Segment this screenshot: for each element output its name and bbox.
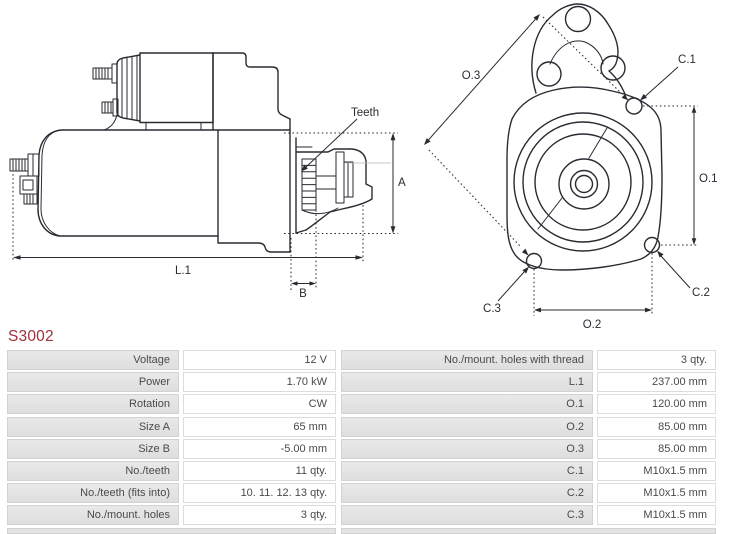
spec-value: 237.00 mm — [597, 372, 716, 393]
spec-value: 1.70 kW — [183, 372, 336, 393]
side-view-drawing: A L.1 B Teeth — [9, 52, 406, 300]
front-view-drawing: O.3 C.1 O.1 C.2 C.3 — [424, 3, 718, 331]
spec-value: 85.00 mm — [597, 438, 716, 459]
spec-label: Power — [7, 372, 179, 393]
callout-c2: C.2 — [657, 250, 710, 299]
dimension-a: A — [284, 132, 406, 234]
drive-housing — [212, 52, 297, 253]
pinion-housing — [295, 146, 373, 234]
spec-label: O.3 — [341, 438, 593, 459]
spec-value: 120.00 mm — [597, 394, 716, 415]
spec-label: Voltage — [7, 350, 179, 370]
callout-c1: C.1 — [640, 54, 696, 101]
callout-c3: C.3 — [483, 266, 529, 315]
spec-label: No./teeth — [7, 460, 179, 481]
dim-label-b: B — [299, 288, 307, 300]
dim-label-c3: C.3 — [483, 303, 501, 315]
spec-value: 3 qty. — [597, 350, 716, 370]
dim-label-l1: L.1 — [175, 265, 191, 277]
spec-label: No./mount. holes with thread — [341, 350, 593, 370]
spec-label: O.1 — [341, 394, 593, 415]
dim-label-a: A — [398, 177, 406, 189]
dimension-l1: L.1 — [12, 174, 364, 277]
solenoid — [92, 52, 214, 131]
dimension-b: B — [290, 206, 317, 300]
spec-label: C.3 — [341, 505, 593, 526]
teeth-callout: Teeth — [301, 107, 379, 172]
hole-c3 — [525, 252, 543, 270]
technical-drawings: A L.1 B Teeth — [9, 3, 718, 331]
spec-value: 65 mm — [183, 416, 336, 437]
top-bracket — [531, 3, 626, 95]
hole-c2 — [643, 236, 661, 254]
mounting-flange — [506, 86, 663, 271]
dim-label-c1: C.1 — [678, 54, 696, 66]
dimension-o1: O.1 — [643, 105, 718, 246]
spec-label: L.1 — [341, 372, 593, 393]
spec-value: 3 qty. — [183, 505, 336, 526]
spec-value: 10. 11. 12. 13 qty. — [183, 483, 336, 504]
dimension-o2: O.2 — [533, 253, 653, 331]
spec-label: C.1 — [341, 460, 593, 481]
part-number: S3002 — [8, 328, 54, 345]
spec-value: 12 V — [183, 350, 336, 370]
spec-label: No./teeth (fits into) — [7, 483, 179, 504]
spec-value: M10x1.5 mm — [597, 483, 716, 504]
spec-value: M10x1.5 mm — [597, 505, 716, 526]
spec-label: C.2 — [341, 483, 593, 504]
dim-label-o3: O.3 — [462, 70, 481, 82]
spec-label: O.2 — [341, 416, 593, 437]
hole-c1 — [625, 97, 643, 115]
spec-label: No./mount. holes — [7, 505, 179, 526]
dim-label-o2: O.2 — [583, 319, 602, 331]
dim-label-o1: O.1 — [699, 173, 718, 185]
spec-value: 11 qty. — [183, 460, 336, 481]
spec-row: No./teeth (fits into)10. 11. 12. 13 qty. — [7, 483, 336, 504]
spec-value: CW — [183, 394, 336, 415]
spec-value: M10x1.5 mm — [597, 460, 716, 481]
motor-body — [9, 129, 291, 253]
spec-label: Rotation — [7, 394, 179, 415]
spec-label: Size A — [7, 416, 179, 437]
spec-label: Size B — [7, 438, 179, 459]
dim-label-c2: C.2 — [692, 287, 710, 299]
spec-value: -5.00 mm — [183, 438, 336, 459]
dim-label-teeth: Teeth — [351, 107, 379, 119]
spec-value: 85.00 mm — [597, 416, 716, 437]
spec-row: Size B-5.00 mm — [7, 438, 336, 459]
dimension-o3: O.3 — [424, 14, 629, 256]
